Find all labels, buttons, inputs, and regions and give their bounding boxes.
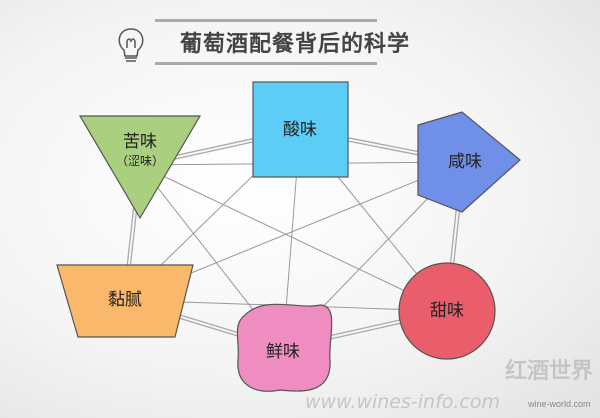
edge-bitter-sweet [139,164,448,312]
node-label-bitter: 苦味 [123,132,157,152]
watermark-url: www.wines-info.com [305,391,501,413]
node-label-sour: 酸味 [283,120,317,140]
node-umami-blob [236,303,333,392]
title-rule-bottom [155,62,377,65]
node-label-umami: 鲜味 [266,342,300,362]
node-salty-pentagon [417,111,521,213]
node-sour-square [252,81,349,178]
node-label-fatty: 黏腻 [108,290,142,310]
node-label-sweet: 甜味 [430,301,464,321]
node-sublabel-bitter: （涩味） [115,154,164,168]
page-title: 葡萄酒配餐背后的科学 [180,32,411,57]
node-sweet-circle [398,262,496,360]
lightbulb-icon [118,28,144,62]
title-rule-top [155,19,377,22]
node-bitter-inverted-triangle [78,115,202,220]
watermark-url2: wine-world.com [528,399,591,409]
watermark-brand: 红酒世界 [505,359,594,384]
node-label-salty: 咸味 [448,152,482,172]
node-fatty-trapezoid [56,264,194,338]
